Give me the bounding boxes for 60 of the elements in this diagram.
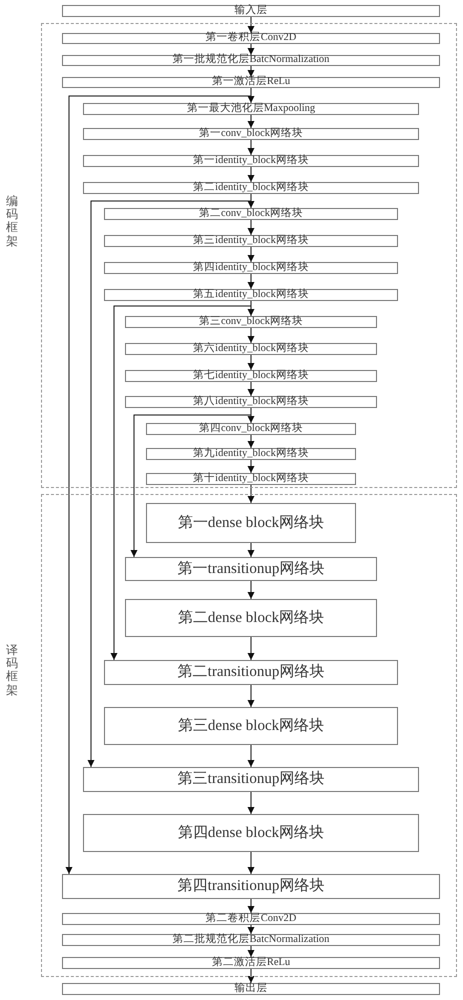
arrow	[248, 542, 254, 558]
layer-box: 输出层	[62, 983, 440, 995]
arrow	[248, 16, 254, 34]
layer-box: 第二identity_block网络块	[83, 182, 419, 194]
layer-box: 第二transitionup网络块	[104, 660, 398, 685]
arrow	[248, 924, 254, 934]
arrow	[248, 114, 254, 128]
layer-box: 第九identity_block网络块	[146, 448, 356, 460]
arrow	[248, 460, 254, 474]
layer-box: 第四identity_block网络块	[104, 262, 398, 274]
layer-box: 第一transitionup网络块	[125, 557, 377, 581]
layer-box: 第三transitionup网络块	[83, 767, 419, 792]
layer-box: 第一激活层ReLu	[62, 77, 440, 88]
arrow	[248, 274, 254, 290]
layer-box: 第一dense block网络块	[146, 503, 356, 543]
arrow	[248, 246, 254, 262]
layer-box: 第二dense block网络块	[125, 599, 377, 637]
layer-box: 第八identity_block网络块	[125, 396, 377, 408]
layer-box: 第四transitionup网络块	[62, 874, 440, 899]
layer-box: 第三conv_block网络块	[125, 316, 377, 328]
layer-box: 第一conv_block网络块	[83, 128, 419, 140]
arrow	[248, 636, 254, 660]
frame-label: 编码框架	[6, 195, 18, 248]
arrow	[248, 898, 254, 914]
arrow	[248, 44, 254, 56]
arrow	[248, 382, 254, 396]
arrow	[248, 434, 254, 448]
layer-box: 第四conv_block网络块	[146, 423, 356, 435]
arrow	[248, 354, 254, 370]
layer-box: 第三identity_block网络块	[104, 235, 398, 247]
layer-box: 第二激活层ReLu	[62, 957, 440, 969]
layer-box: 第一批规范化层BatcNormalization	[62, 55, 440, 66]
frame-label: 译码框架	[6, 644, 18, 697]
arrow	[248, 66, 254, 78]
arrow	[248, 484, 254, 504]
arrow	[248, 580, 254, 600]
layer-box: 输入层	[62, 5, 440, 17]
layer-box: 第十identity_block网络块	[146, 473, 356, 485]
arrow	[248, 852, 254, 874]
arrow	[248, 946, 254, 958]
layer-box: 第五identity_block网络块	[104, 289, 398, 301]
arrow	[248, 328, 254, 344]
arrow	[130, 408, 252, 558]
layer-box: 第一卷积层Conv2D	[62, 33, 440, 44]
arrow	[248, 684, 254, 708]
layer-box: 第二卷积层Conv2D	[62, 913, 440, 925]
layer-box: 第一最大池化层Maxpooling	[83, 103, 419, 115]
arrow	[248, 166, 254, 182]
layer-box: 第一identity_block网络块	[83, 155, 419, 167]
layer-box: 第二批规范化层BatcNormalization	[62, 934, 440, 946]
arrow	[248, 220, 254, 236]
layer-box: 第七identity_block网络块	[125, 370, 377, 382]
arrow	[248, 744, 254, 768]
arrow	[248, 140, 254, 156]
arrow	[248, 968, 254, 984]
layer-box: 第四dense block网络块	[83, 814, 419, 852]
arrow	[248, 792, 254, 814]
layer-box: 第六identity_block网络块	[125, 343, 377, 355]
layer-box: 第二conv_block网络块	[104, 208, 398, 220]
layer-box: 第三dense block网络块	[104, 707, 398, 745]
